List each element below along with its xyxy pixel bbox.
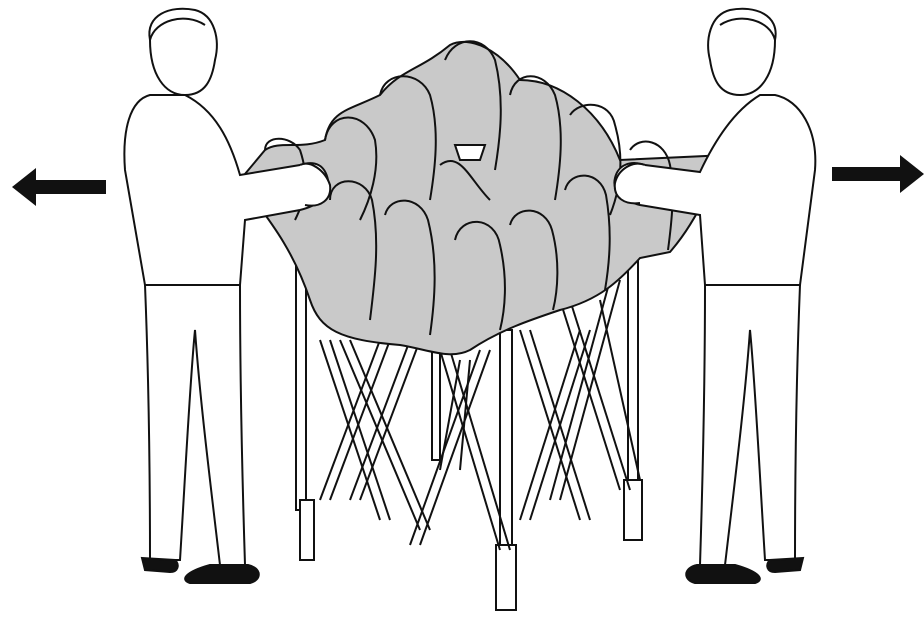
right-person bbox=[614, 9, 815, 583]
arrow-right-icon bbox=[832, 155, 924, 193]
arrow-left-icon bbox=[12, 168, 106, 206]
